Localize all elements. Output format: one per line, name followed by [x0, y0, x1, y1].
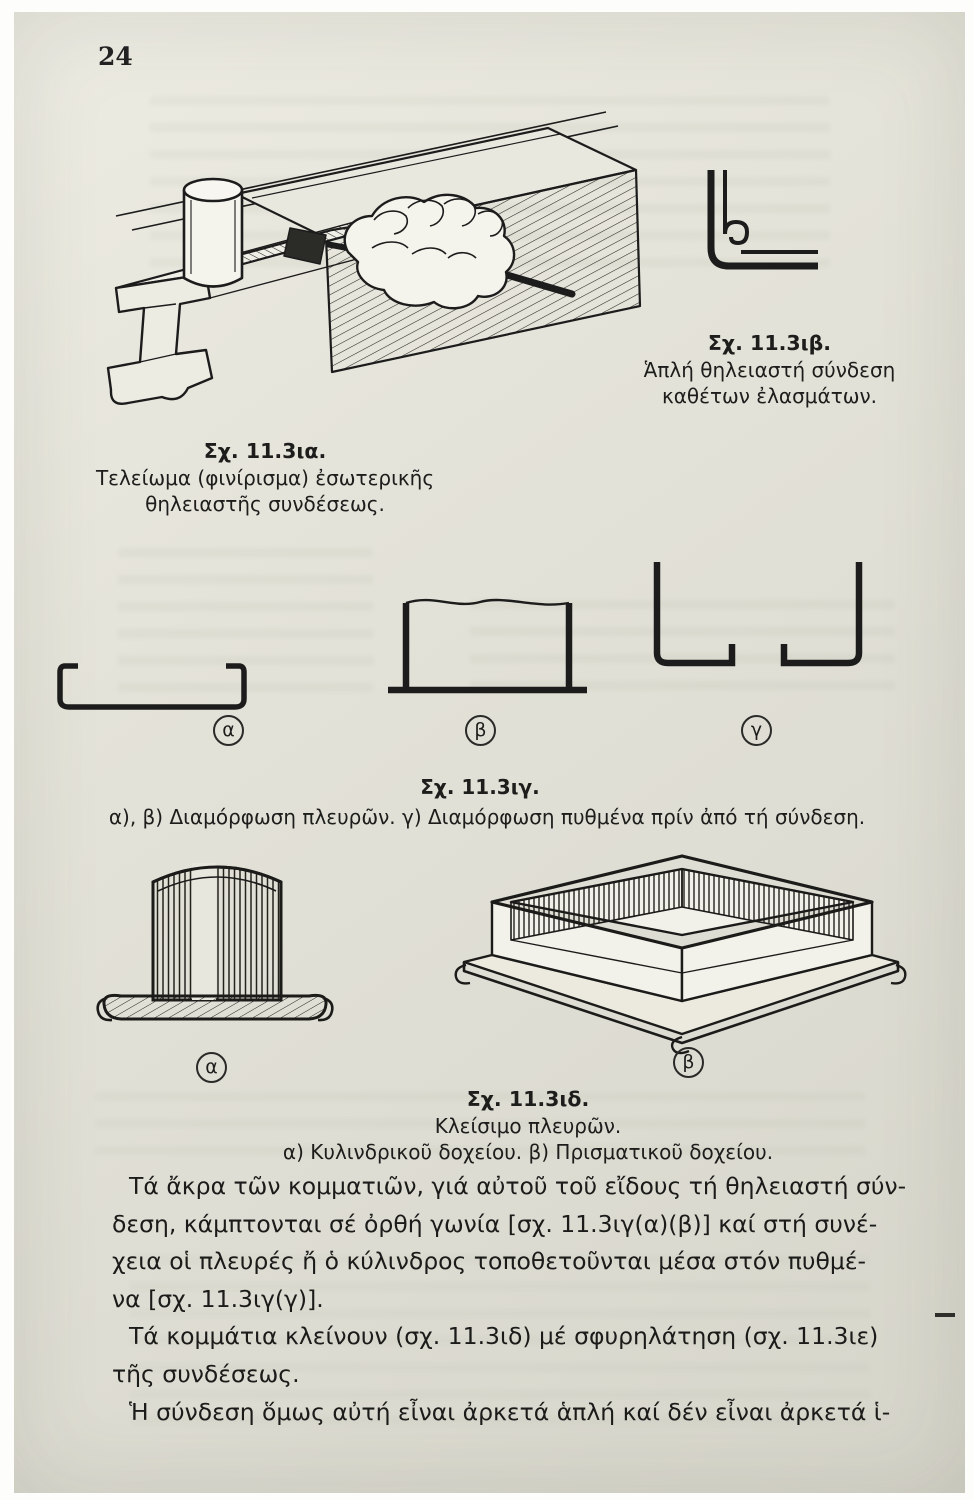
text-line: τῆς συνδέσεως. [112, 1359, 300, 1388]
text-line: να [σχ. 11.3ιγ(γ)]. [112, 1284, 324, 1313]
figure-11-3ib-caption-line: Ἁπλή θηλειαστή σύνδεση [643, 357, 896, 382]
figure-11-3ig-label-b: β [465, 715, 496, 746]
figure-11-3ia-caption-line: Τελείωμα (φινίρισμα) ἐσωτερικῆς [95, 465, 435, 490]
figure-11-3ig-g-drawing [653, 562, 863, 667]
paragraph: Τά κομμάτια κλείνουν (σχ. 11.3ιδ) μέ σφυ… [112, 1318, 922, 1393]
figure-11-3ig-b-drawing [388, 598, 587, 694]
text-line: Τά κομμάτια κλείνουν (σχ. 11.3ιδ) μέ σφυ… [129, 1322, 879, 1351]
figure-11-3id-caption-line: Κλείσιμο πλευρῶν. [434, 1113, 622, 1138]
figure-11-3ia-caption: Σχ. 11.3ια. Τελείωμα (φινίρισμα) ἐσωτερι… [50, 438, 480, 518]
page-number: 24 [98, 42, 133, 71]
body-text: Τά ἄκρα τῶν κομματιῶν, γιά αὐτοῦ τοῦ εἴδ… [112, 1168, 922, 1431]
figure-11-3ig-label-a: α [213, 715, 244, 746]
figure-11-3ib-caption-line: καθέτων ἐλασμάτων. [661, 384, 878, 408]
figure-11-3ia-caption-line: θηλειαστῆς συνδέσεως. [145, 492, 385, 516]
text-line: δεση, κάμπτονται σέ ὀρθή γωνία [σχ. 11.3… [112, 1209, 878, 1238]
figure-11-3ig-caption: α), β) Διαμόρφωση πλευρῶν. γ) Διαμόρφωση… [108, 805, 866, 829]
text-line: Ἡ σύνδεση ὅμως αὐτή εἶναι ἀρκετά ἁπλή κα… [129, 1397, 891, 1426]
figure-11-3ig-title: Σχ. 11.3ιγ. [420, 775, 540, 799]
figure-11-3ia-drawing [106, 111, 642, 405]
figure-11-3id-label-a: α [196, 1052, 227, 1083]
figure-11-3ib-caption: Σχ. 11.3ιβ. Ἁπλή θηλειαστή σύνδεση καθέτ… [612, 330, 927, 410]
stray-mark [935, 1313, 955, 1317]
figure-11-3ib-drawing [707, 170, 818, 270]
paragraph: Τά ἄκρα τῶν κομματιῶν, γιά αὐτοῦ τοῦ εἴδ… [112, 1168, 922, 1318]
text-line: Τά ἄκρα τῶν κομματιῶν, γιά αὐτοῦ τοῦ εἴδ… [129, 1172, 907, 1200]
text-line: χεια οἱ πλευρές ἤ ὁ κύλινδρος τοποθετοῦν… [112, 1247, 867, 1276]
figure-11-3id-caption: Σχ. 11.3ιδ. Κλείσιμο πλευρῶν. α) Κυλινδρ… [278, 1086, 778, 1166]
figure-11-3id-label-b: β [673, 1047, 704, 1078]
figure-11-3id-caption-line: α) Κυλινδρικοῦ δοχείου. β) Πρισματικοῦ δ… [282, 1140, 774, 1164]
figure-11-3id-b-drawing [454, 854, 907, 1055]
bleed-through-artifact [130, 1255, 870, 1425]
figure-11-3ia-title: Σχ. 11.3ια. [203, 439, 327, 463]
figure-11-3id-title: Σχ. 11.3ιδ. [466, 1087, 590, 1111]
paragraph: Ἡ σύνδεση ὅμως αὐτή εἶναι ἀρκετά ἁπλή κα… [112, 1394, 922, 1432]
bleed-through-artifact [95, 1092, 865, 1162]
figure-11-3ig-a-drawing [57, 663, 247, 710]
figure-11-3ig-label-g: γ [741, 715, 772, 746]
figure-11-3ib-title: Σχ. 11.3ιβ. [707, 331, 832, 355]
figure-11-3id-a-drawing [96, 863, 334, 1022]
